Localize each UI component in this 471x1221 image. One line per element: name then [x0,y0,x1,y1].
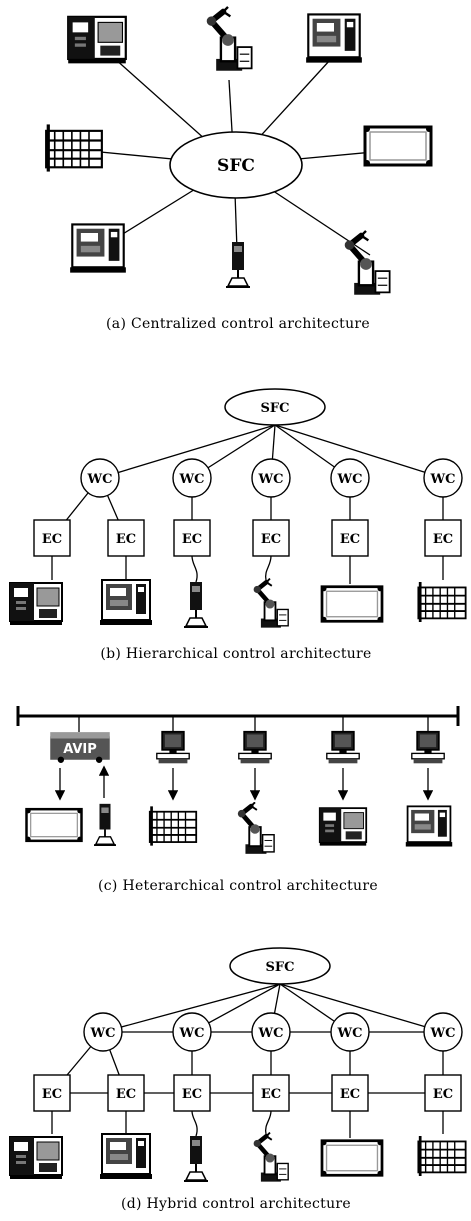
svg-text:WC: WC [90,1026,116,1041]
ec-node: EC [331,519,369,557]
conveyor-icon [362,124,434,168]
ec-node: EC [331,1074,369,1112]
svg-text:EC: EC [42,1087,62,1102]
caption-c: (c) Heterarchical control architecture [98,878,378,894]
storage-rack-icon [44,124,104,172]
machining-center-icon [99,1133,153,1180]
sfc-label: SFC [217,156,255,176]
ec-node: EC [107,1074,145,1112]
ec-node: EC [424,1074,462,1112]
robot-arm-icon [254,1133,289,1182]
svg-text:EC: EC [433,1087,453,1102]
wc-node: WC [330,458,370,498]
inspection-probe-icon [226,240,250,290]
cnc-lathe-icon [67,15,127,65]
computer-icon [155,730,191,765]
panel-c-heterarchical: AVIP (c) Heterarchical control architect… [16,706,460,894]
caption-a: (a) Centralized control architecture [106,316,370,332]
robot-arm-icon [207,7,252,71]
ec-node: EC [173,519,211,557]
svg-text:EC: EC [182,532,202,547]
wc-node: WC [83,1012,123,1052]
machining-center-icon [69,223,127,274]
ec-node: EC [173,1074,211,1112]
svg-text:WC: WC [430,472,456,487]
wc-node: WC [251,458,291,498]
agv-label: AVIP [63,742,97,757]
caption-b: (b) Hierarchical control architecture [100,646,371,662]
conveyor-icon [24,807,84,843]
ec-node: EC [33,1074,71,1112]
storage-rack-icon [148,806,198,846]
ec-node: EC [107,519,145,557]
robot-arm-icon [238,802,274,854]
svg-text:WC: WC [430,1026,456,1041]
machining-center-icon [305,13,363,64]
svg-text:EC: EC [340,1087,360,1102]
svg-text:EC: EC [42,532,62,547]
inspection-probe-icon [94,802,116,847]
sfc-label: SFC [261,401,290,416]
panel-b-hierarchical: SFC WC WC WC WC WC EC EC EC EC EC EC [8,388,468,662]
svg-text:EC: EC [116,1087,136,1102]
storage-rack-icon [416,582,468,622]
machining-center-icon [99,579,153,626]
computer-icon [237,730,273,765]
wc-node: WC [251,1012,291,1052]
svg-text:WC: WC [258,1026,284,1041]
cnc-lathe-icon [318,807,368,847]
svg-text:EC: EC [261,532,281,547]
wc-node: WC [423,458,463,498]
robot-arm-icon [254,579,289,628]
sfc-label: SFC [266,960,295,975]
wc-node: WC [80,458,120,498]
wc-node: WC [172,1012,212,1052]
machining-center-icon [404,805,454,848]
svg-text:WC: WC [87,472,113,487]
ec-node: EC [33,519,71,557]
svg-text:WC: WC [179,1026,205,1041]
conveyor-icon [319,1138,385,1178]
wc-node: WC [423,1012,463,1052]
svg-text:EC: EC [116,532,136,547]
svg-text:EC: EC [433,532,453,547]
sfc-hub [169,131,303,199]
ec-node: EC [424,519,462,557]
svg-text:EC: EC [340,532,360,547]
wc-node: WC [172,458,212,498]
panel-d-hybrid: SFC WC WC WC WC WC EC EC EC EC EC EC [8,947,468,1212]
computer-icon [410,730,446,765]
svg-text:WC: WC [337,1026,363,1041]
ec-node: EC [252,1074,290,1112]
cnc-lathe-icon [8,1135,64,1181]
inspection-probe-icon [184,581,208,628]
panel-a-centralized: SFC (a) Centralized control architecture [44,7,434,332]
ec-node: EC [252,519,290,557]
computer-icon [325,730,361,765]
conveyor-icon [319,584,385,624]
caption-d: (d) Hybrid control architecture [121,1196,351,1212]
svg-text:WC: WC [258,472,284,487]
svg-text:WC: WC [179,472,205,487]
svg-text:EC: EC [182,1087,202,1102]
cnc-lathe-icon [8,581,64,627]
robot-arm-icon [345,231,390,295]
svg-text:WC: WC [337,472,363,487]
inspection-probe-icon [184,1135,208,1182]
wc-node: WC [330,1012,370,1052]
storage-rack-icon [416,1136,468,1176]
svg-text:EC: EC [261,1087,281,1102]
